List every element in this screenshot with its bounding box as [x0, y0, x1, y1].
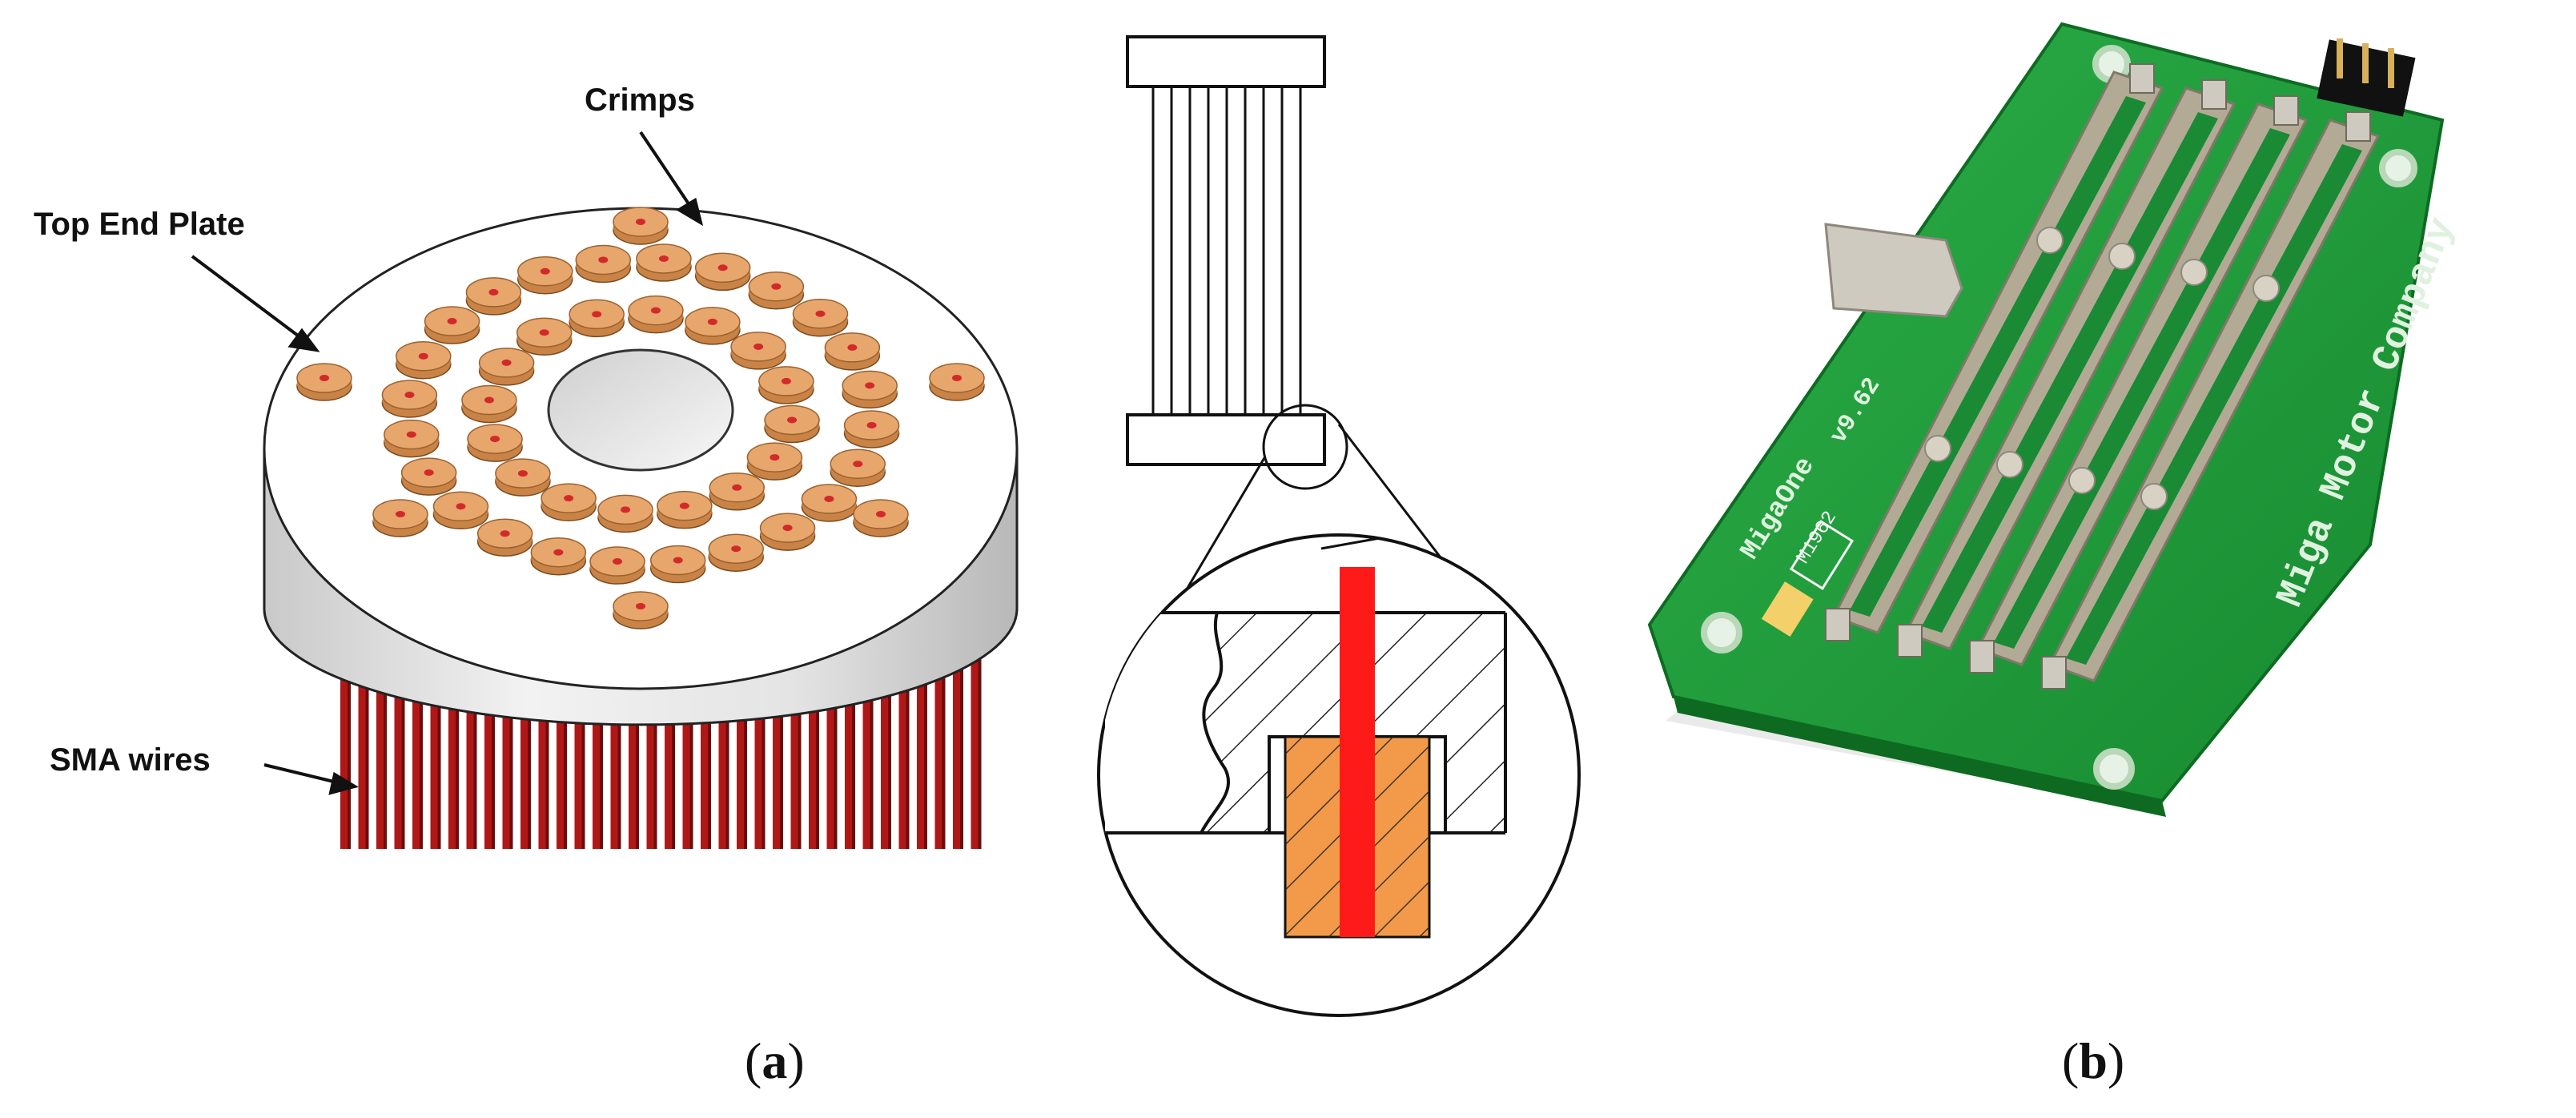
top-end-plate-drawing	[263, 207, 1019, 849]
caption-a: (a)	[745, 1032, 805, 1089]
caption-b-letter: b	[2079, 1032, 2108, 1089]
caption-a-letter: a	[762, 1032, 788, 1089]
label-arrows	[191, 131, 704, 795]
caption-b: (b)	[2062, 1032, 2125, 1089]
crimps-array	[296, 207, 985, 629]
sma-wires-label: SMA wires	[50, 742, 211, 778]
sma-strips	[1825, 63, 2381, 690]
crimp-detail-schematic	[1097, 35, 1581, 1017]
top-end-plate-label: Top End Plate	[34, 207, 245, 242]
header-pins	[2317, 38, 2416, 117]
miga-motor-board	[1647, 22, 2445, 817]
crimps-label: Crimps	[585, 82, 695, 118]
